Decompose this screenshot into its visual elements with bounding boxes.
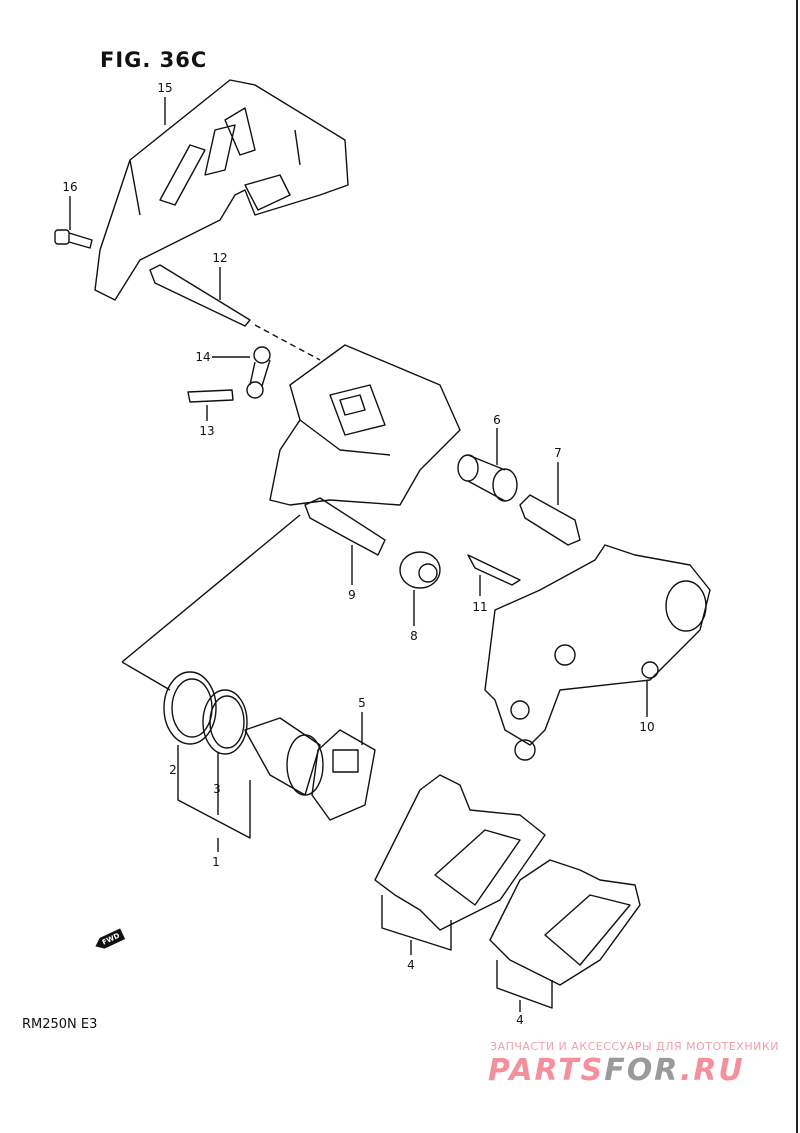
label-16: 16 xyxy=(62,180,78,194)
part-3-seal xyxy=(202,689,248,755)
part-12-pin xyxy=(149,264,251,327)
part-16-bolt xyxy=(54,229,93,249)
model-code: RM250N E3 xyxy=(22,1017,98,1032)
label-10: 10 xyxy=(639,720,655,734)
label-11: 11 xyxy=(472,600,488,614)
label-4: 4 xyxy=(516,1013,524,1027)
leader-line xyxy=(121,661,171,691)
label-13: 13 xyxy=(199,424,215,438)
label-9: 9 xyxy=(348,588,356,602)
label-7: 7 xyxy=(554,446,562,460)
label-5: 5 xyxy=(358,696,366,710)
center-line xyxy=(254,324,321,361)
part-1-piston xyxy=(244,717,324,796)
watermark-logo: PARTSFOR.RU xyxy=(488,1053,745,1088)
watermark-tagline: ЗАПЧАСТИ И АКСЕССУАРЫ ДЛЯ МОТОТЕХНИКИ xyxy=(490,1040,779,1053)
figure-title: FIG. 36C xyxy=(100,48,208,72)
label-14: 14 xyxy=(195,350,211,364)
label-4: 4 xyxy=(407,958,415,972)
part-15-caliper-guard xyxy=(94,79,349,301)
label-3: 3 xyxy=(213,782,221,796)
label-8: 8 xyxy=(410,629,418,643)
leader-line xyxy=(121,514,301,663)
part-6-bushing xyxy=(457,454,518,502)
part-2-seal xyxy=(163,671,217,745)
part-14-plate xyxy=(246,346,271,399)
part-5-shim xyxy=(311,729,376,821)
label-15: 15 xyxy=(157,81,173,95)
leader-line xyxy=(177,745,251,852)
leader-line xyxy=(69,97,648,745)
part-8-boot xyxy=(399,551,441,589)
part-13-bleeder xyxy=(187,389,234,403)
leader-line xyxy=(496,960,553,1012)
page-border xyxy=(796,0,798,1133)
label-6: 6 xyxy=(493,413,501,427)
part-7-bolt xyxy=(519,494,581,546)
label-12: 12 xyxy=(212,251,228,265)
part-11-spring xyxy=(467,554,521,586)
caliper-body xyxy=(269,344,461,506)
part-10-bracket xyxy=(484,544,711,761)
label-2: 2 xyxy=(169,763,177,777)
leader-line xyxy=(381,895,452,955)
part-9-pin xyxy=(304,497,386,556)
label-1: 1 xyxy=(212,855,220,869)
part-4-pad-b xyxy=(489,859,641,986)
part-4-pad-a xyxy=(374,774,546,931)
